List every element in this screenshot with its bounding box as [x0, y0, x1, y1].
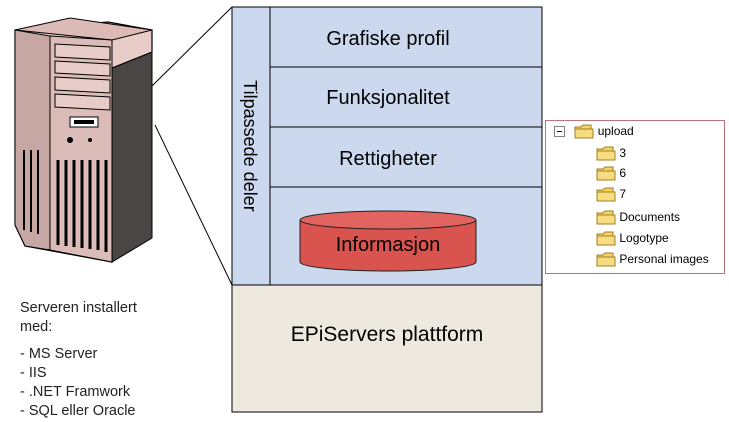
folder-label: 7	[619, 187, 627, 201]
caption-line: Serveren installert	[20, 300, 137, 316]
folder-label: 3	[619, 146, 627, 160]
folder-tree: upload 3 6 7 Documents Logotyp	[545, 120, 725, 274]
folder-label: Logotype	[619, 231, 669, 245]
caption-item: - IIS	[20, 365, 47, 381]
folder-icon	[574, 124, 594, 139]
folder-label: Personal images	[619, 252, 709, 266]
caption-item: - MS Server	[20, 346, 98, 362]
connector-line-top	[151, 6, 233, 87]
layer-informasjon: Informasjon	[336, 234, 441, 256]
platform-panel	[231, 284, 543, 413]
connector-line-bottom	[154, 124, 233, 286]
folder-icon	[596, 166, 616, 181]
folder-icon	[596, 210, 616, 225]
folder-tree-item[interactable]: 7	[596, 187, 626, 202]
side-label: Tilpassede deler	[240, 80, 260, 211]
caption-item: - .NET Framwork	[20, 384, 131, 400]
folder-icon	[596, 252, 616, 267]
caption-line: med:	[20, 319, 53, 335]
folder-label: upload	[597, 124, 634, 138]
folder-icon	[596, 187, 616, 202]
folder-tree-item[interactable]: 6	[596, 166, 626, 181]
folder-label: Documents	[619, 210, 681, 224]
database-cylinder	[299, 210, 477, 272]
layer-funksjonalitet: Funksjonalitet	[326, 87, 450, 109]
server-tower-icon	[14, 17, 153, 263]
layer-grafiske-profil: Grafiske profil	[326, 28, 449, 50]
folder-tree-item[interactable]: Logotype	[596, 231, 669, 246]
layer-rettigheter: Rettigheter	[339, 148, 437, 170]
folder-label: 6	[619, 166, 627, 180]
collapse-icon[interactable]	[554, 126, 565, 138]
caption-item: - SQL eller Oracle	[20, 403, 136, 419]
folder-tree-root[interactable]: upload	[554, 124, 634, 139]
folder-tree-item[interactable]: 3	[596, 146, 626, 161]
layer-platform: EPiServers plattform	[291, 323, 484, 346]
folder-tree-item[interactable]: Personal images	[596, 252, 709, 267]
folder-icon	[596, 231, 616, 246]
folder-tree-item[interactable]: Documents	[596, 210, 680, 225]
server-caption: Serveren installert med: - MS Server - I…	[20, 299, 137, 421]
folder-icon	[596, 146, 616, 161]
